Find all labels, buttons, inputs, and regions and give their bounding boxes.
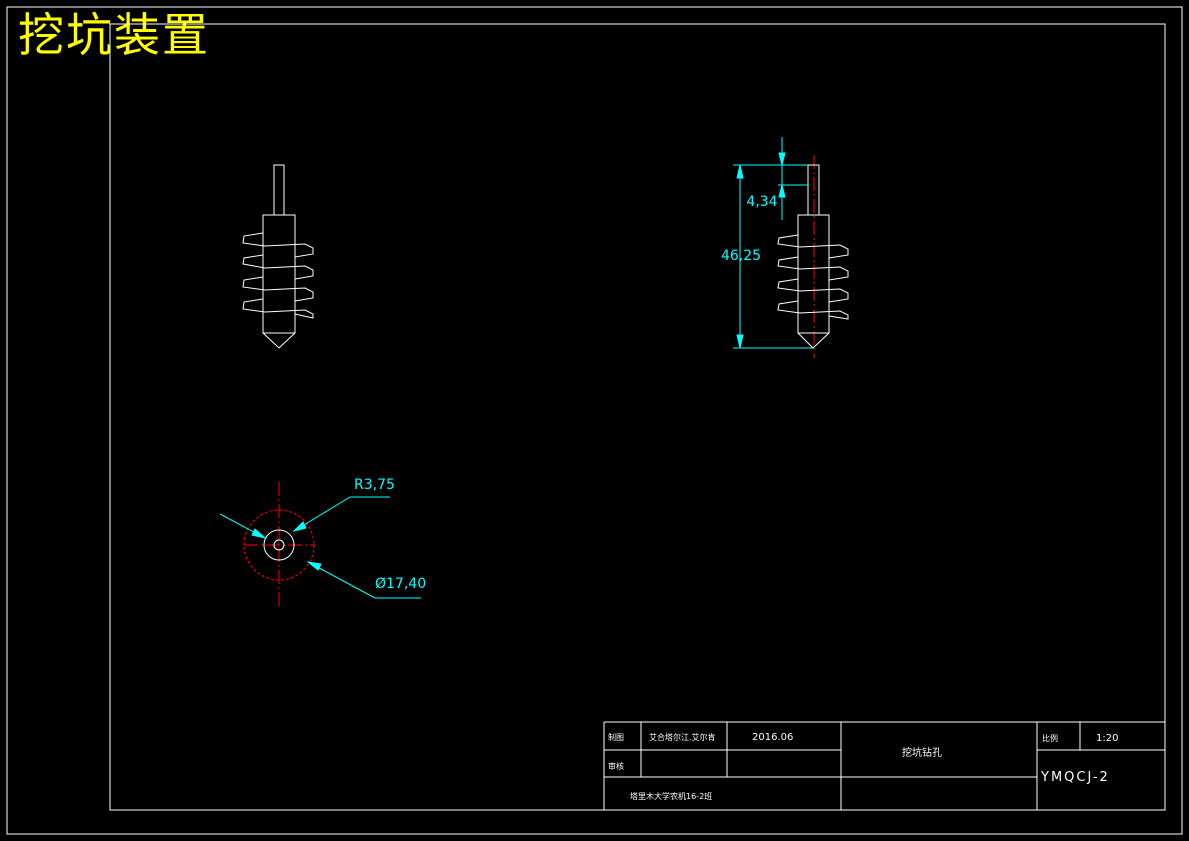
dimension-radius: R3,75 bbox=[354, 477, 395, 493]
title-block-text: 制图 艾合塔尔江.艾尔肯 2016.06 审核 挖坑钻孔 比例 1:20 塔里木… bbox=[608, 732, 1118, 801]
drawing-number: YMQCJ-2 bbox=[1040, 770, 1110, 785]
drawn-by: 艾合塔尔江.艾尔肯 bbox=[649, 732, 716, 742]
outer-border bbox=[6, 6, 1183, 835]
review-label: 审核 bbox=[608, 761, 624, 771]
auger-flights-right bbox=[777, 234, 849, 320]
auger-flights-left bbox=[242, 232, 314, 319]
drawn-label: 制图 bbox=[608, 732, 624, 742]
dimension-top-gap: 4,34 bbox=[746, 194, 777, 210]
auger-top-view: R3,75 Ø17,40 bbox=[219, 477, 426, 606]
outer-circle bbox=[243, 509, 315, 581]
title-block bbox=[603, 721, 1165, 810]
scale-value: 1:20 bbox=[1096, 733, 1118, 744]
drawing-title: 挖坑装置 bbox=[18, 8, 210, 62]
dimension-total-height: 46,25 bbox=[721, 248, 761, 264]
inner-border bbox=[109, 23, 1166, 811]
part-name: 挖坑钻孔 bbox=[902, 746, 942, 759]
hole-circle bbox=[273, 539, 285, 551]
auger-front-view bbox=[242, 164, 314, 349]
scale-label: 比例 bbox=[1042, 733, 1058, 743]
drawing-date: 2016.06 bbox=[752, 732, 793, 743]
dimension-lines bbox=[733, 137, 813, 349]
inner-circle bbox=[263, 529, 295, 561]
school-class: 塔里木大学农机16-2班 bbox=[630, 791, 712, 801]
dimension-diameter: Ø17,40 bbox=[375, 576, 426, 592]
auger-side-view: 4,34 46,25 bbox=[721, 137, 849, 358]
